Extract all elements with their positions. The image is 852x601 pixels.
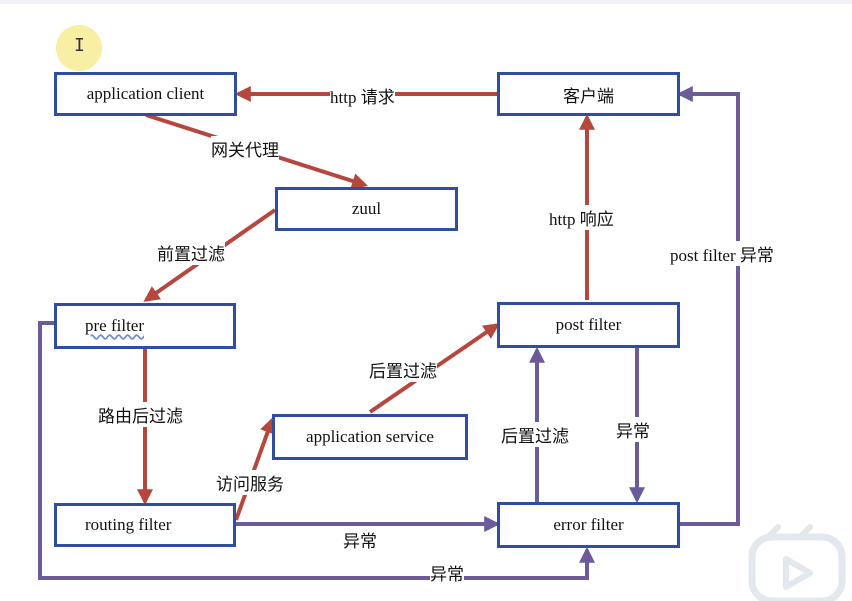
text-cursor-icon: I	[74, 35, 85, 56]
label-post-routing-filtering: 路由后过滤	[98, 402, 183, 427]
routing-filter-box: routing filter	[54, 503, 236, 547]
post-filter-label: post filter	[555, 315, 622, 334]
top-edge	[0, 0, 852, 4]
video-play-logo-icon	[748, 524, 846, 601]
label-visit-service: 访问服务	[216, 470, 284, 495]
error-filter-label: error filter	[553, 515, 624, 534]
label-post-filter-exception: post filter 异常	[670, 241, 774, 266]
zuul-box: zuul	[275, 187, 458, 231]
application-service-box: application service	[272, 414, 468, 460]
application-client-label: application client	[86, 84, 205, 103]
label-exception-pre: 异常	[430, 560, 464, 585]
label-pre-filtering: 前置过滤	[157, 240, 225, 265]
zuul-label: zuul	[351, 199, 382, 218]
label-gateway-proxy: 网关代理	[211, 136, 279, 161]
label-exception-post: 异常	[616, 417, 650, 442]
label-post-filtering-right: 后置过滤	[501, 422, 569, 447]
cursor-highlight	[56, 25, 102, 71]
pre-filter-label: pre filter	[85, 316, 144, 335]
label-exception-routing: 异常	[343, 527, 377, 552]
application-client-box: application client	[54, 72, 237, 116]
label-post-filtering-left: 后置过滤	[369, 357, 437, 382]
pre-filter-box: pre filter	[54, 303, 236, 349]
application-service-label: application service	[306, 427, 434, 446]
label-http-response: http 响应	[549, 205, 614, 230]
error-filter-box: error filter	[497, 502, 680, 548]
routing-filter-label: routing filter	[85, 515, 172, 534]
label-http-request: http 请求	[330, 83, 395, 108]
arrow-prefilter-to-error	[38, 321, 595, 580]
post-filter-box: post filter	[497, 302, 680, 348]
arrow-error-to-client	[676, 86, 740, 526]
client-label: 客户端	[563, 86, 614, 106]
client-box: 客户端	[497, 72, 680, 116]
